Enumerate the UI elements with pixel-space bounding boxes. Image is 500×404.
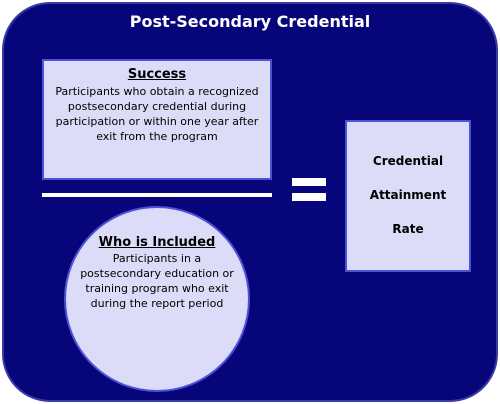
who-is-included-circle: Who is Included Participants in a postse… — [64, 206, 250, 392]
equals-sign — [292, 176, 326, 206]
credential-rate-box: Credential Attainment Rate — [345, 120, 471, 272]
rate-line-3: Rate — [392, 222, 424, 236]
success-heading: Success — [127, 67, 187, 82]
success-description: Participants who obtain a recognized pos… — [55, 85, 259, 143]
equals-bar-bottom — [292, 193, 326, 201]
success-box: Success Participants who obtain a recogn… — [42, 59, 272, 180]
who-is-included-heading: Who is Included — [98, 235, 216, 250]
rate-line-2: Attainment — [369, 188, 447, 202]
fraction-divider — [42, 193, 272, 197]
who-is-included-description: Participants in a postsecondary educatio… — [80, 252, 234, 310]
equals-bar-top — [292, 178, 326, 186]
diagram-title: Post-Secondary Credential — [129, 12, 371, 31]
rate-line-1: Credential — [372, 154, 444, 168]
